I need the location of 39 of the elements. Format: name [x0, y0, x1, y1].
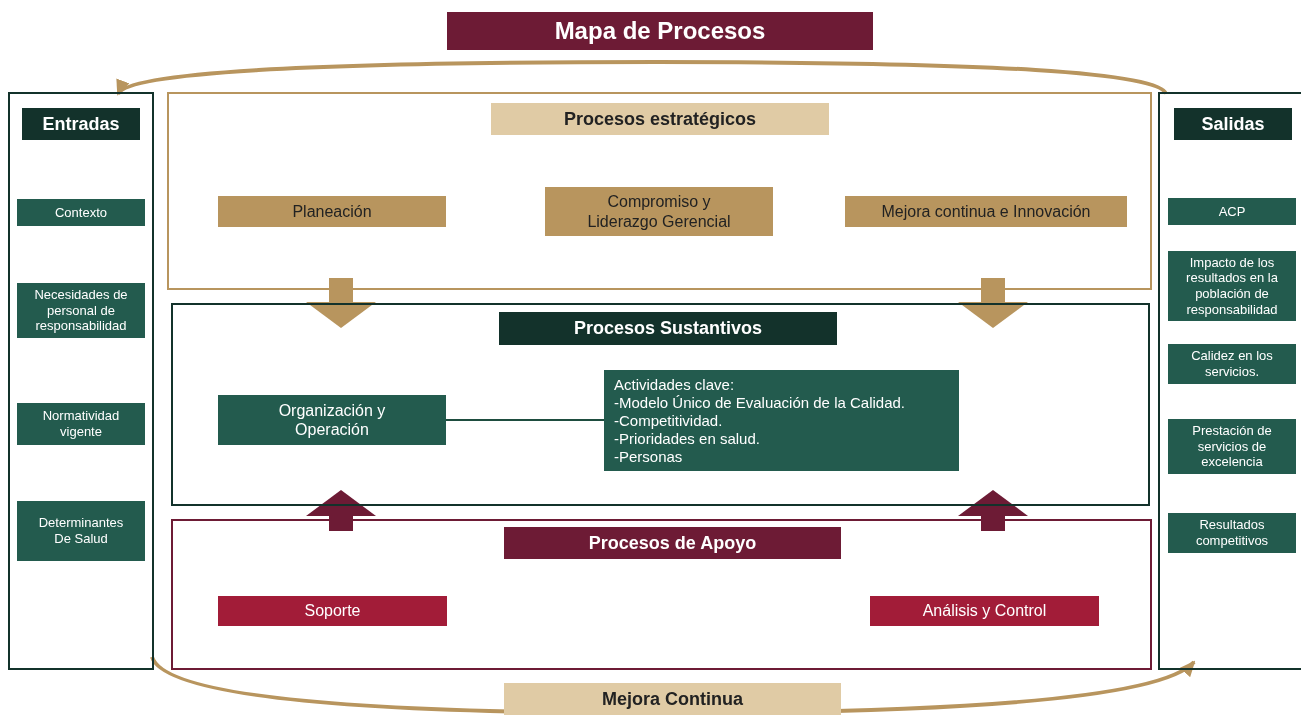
process-panel	[8, 92, 154, 670]
process-box: Contexto	[17, 199, 145, 226]
panel-heading: Salidas	[1174, 108, 1292, 140]
process-box: Planeación	[218, 196, 446, 227]
block-arrow	[306, 278, 376, 328]
process-box: Determinantes De Salud	[17, 501, 145, 561]
list-item: Actividades clave:	[614, 375, 735, 394]
process-box: Prestación de servicios de excelencia	[1168, 419, 1296, 474]
process-box: ACP	[1168, 198, 1296, 225]
process-box: Soporte	[218, 596, 447, 626]
panel-heading: Procesos Sustantivos	[499, 312, 837, 345]
process-box: Mejora continua e Innovación	[845, 196, 1127, 227]
block-arrow	[306, 490, 376, 531]
process-box: Normatividad vigente	[17, 403, 145, 445]
process-box: Análisis y Control	[870, 596, 1099, 626]
process-box: Calidez en los servicios.	[1168, 344, 1296, 384]
list-item: -Prioridades en salud.	[614, 429, 760, 448]
curved-arrow	[116, 60, 1168, 96]
process-panel	[171, 303, 1150, 506]
edge-label: Mejora Continua	[504, 683, 841, 715]
process-panel	[167, 92, 1152, 290]
list-item: -Competitividad.	[614, 411, 723, 430]
process-box: Necesidades de personal de responsabilidad	[17, 283, 145, 338]
process-box: Compromiso y Liderazgo Gerencial	[545, 187, 773, 236]
block-arrow	[958, 278, 1028, 328]
list-item: -Modelo Único de Evaluación de la Calidad.	[614, 393, 905, 412]
process-box: Organización y Operación	[218, 395, 446, 445]
process-box: Impacto de los resultados en la población de responsabilidad	[1168, 251, 1296, 321]
panel-heading: Entradas	[22, 108, 140, 140]
connector-line	[445, 419, 605, 421]
block-arrow	[958, 490, 1028, 531]
activities-box	[604, 370, 959, 471]
process-box: Resultados competitivos	[1168, 513, 1296, 553]
panel-heading: Procesos de Apoyo	[504, 527, 841, 559]
process-panel	[171, 519, 1152, 670]
list-item: -Personas	[614, 447, 683, 466]
process-panel	[1158, 92, 1301, 670]
panel-heading: Procesos estratégicos	[491, 103, 829, 135]
title-banner: Mapa de Procesos	[447, 12, 873, 50]
